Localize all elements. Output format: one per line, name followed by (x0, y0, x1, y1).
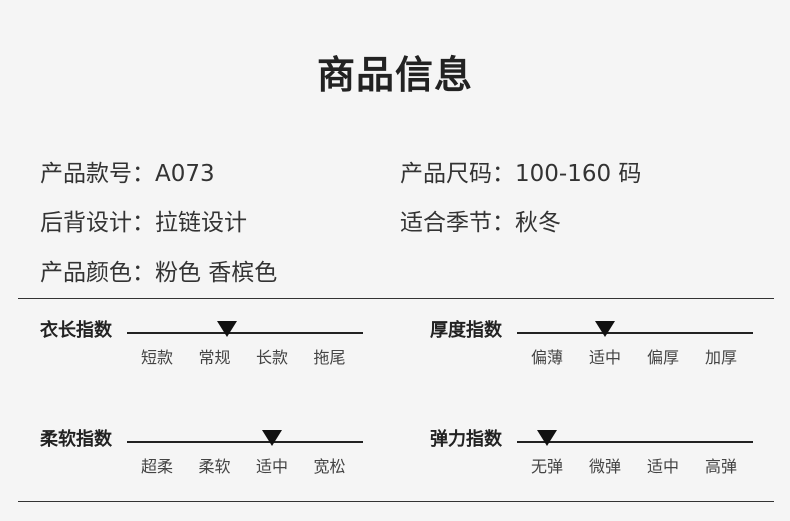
elasticity-index-marker (537, 430, 557, 446)
elasticity-index-scale: 弹力指数 无弹 微弹 适中 高弹 (430, 428, 790, 488)
thickness-tick: 适中 (588, 348, 622, 367)
length-tick: 短款 (140, 348, 174, 367)
divider-bottom (18, 501, 774, 502)
softness-tick: 超柔 (140, 457, 174, 476)
elasticity-tick: 高弹 (704, 457, 738, 476)
elasticity-index-label: 弹力指数 (430, 429, 502, 450)
softness-index-marker (262, 430, 282, 446)
product-color: 产品颜色：粉色 香槟色 (40, 260, 278, 286)
thickness-index-marker (595, 321, 615, 337)
elasticity-tick: 微弹 (588, 457, 622, 476)
thickness-tick: 偏厚 (646, 348, 680, 367)
divider-top (18, 298, 774, 299)
length-tick: 长款 (255, 348, 289, 367)
thickness-index-line (517, 332, 753, 334)
length-index-line (127, 332, 363, 334)
suitable-season: 适合季节：秋冬 (400, 210, 561, 236)
elasticity-tick: 无弹 (530, 457, 564, 476)
thickness-index-label: 厚度指数 (430, 320, 502, 341)
softness-tick: 柔软 (198, 457, 231, 476)
softness-index-label: 柔软指数 (40, 429, 112, 450)
product-model: 产品款号：A073 (40, 161, 215, 187)
softness-index-line (127, 441, 363, 443)
page-title: 商品信息 (316, 53, 473, 97)
thickness-index-scale: 厚度指数 偏薄 适中 偏厚 加厚 (430, 319, 790, 379)
softness-index-scale: 柔软指数 超柔 柔软 适中 宽松 (40, 428, 400, 488)
thickness-tick: 加厚 (704, 348, 738, 367)
length-tick: 常规 (198, 348, 231, 367)
length-index-scale: 衣长指数 短款 常规 长款 拖尾 (40, 319, 400, 379)
softness-tick: 宽松 (313, 457, 346, 476)
back-design: 后背设计：拉链设计 (40, 210, 247, 236)
length-tick: 拖尾 (313, 348, 346, 367)
elasticity-index-line (517, 441, 753, 443)
length-index-label: 衣长指数 (40, 320, 112, 341)
elasticity-tick: 适中 (646, 457, 680, 476)
softness-tick: 适中 (255, 457, 289, 476)
length-index-marker (217, 321, 238, 337)
thickness-tick: 偏薄 (530, 348, 564, 367)
product-size: 产品尺码：100-160 码 (400, 161, 642, 187)
